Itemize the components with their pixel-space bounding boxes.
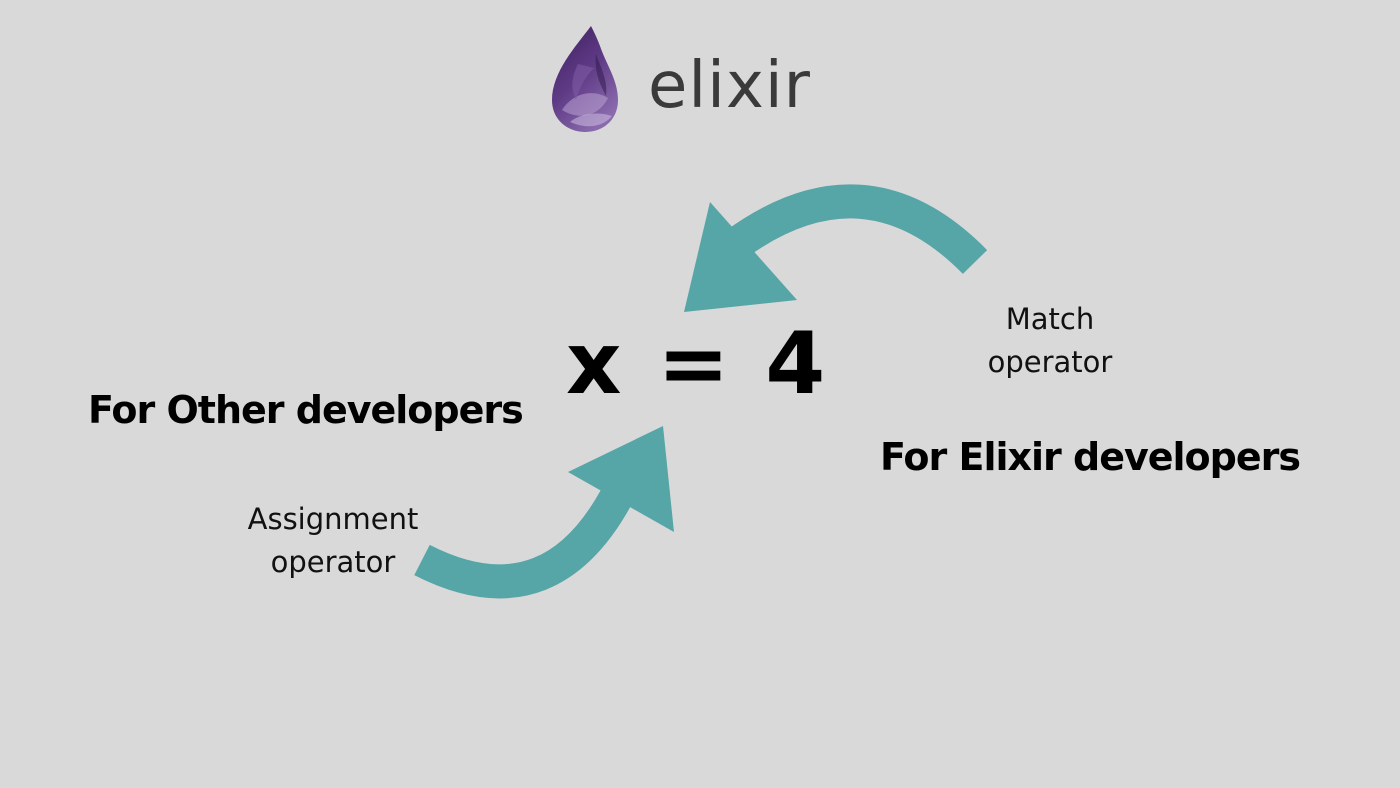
match-arrow: [684, 184, 988, 312]
elixir-drop-icon: [552, 26, 618, 132]
assignment-arrow-shaft: [414, 472, 641, 599]
match-arrowhead: [684, 202, 797, 312]
other-developers-heading: For Other developers: [88, 388, 524, 432]
match-operator-label: Match operator: [972, 298, 1128, 384]
elixir-wordmark: elixir: [648, 49, 811, 123]
match-arrow-shaft: [724, 184, 988, 275]
assignment-operator-label-line-2: operator: [270, 545, 396, 579]
elixir-developers-heading: For Elixir developers: [880, 435, 1301, 479]
elixir-logo: elixir: [548, 24, 818, 136]
equation: x = 4: [566, 314, 829, 414]
match-operator-label-line-2: operator: [987, 345, 1113, 379]
assignment-arrowhead: [568, 426, 674, 532]
assignment-operator-label: Assignment operator: [238, 498, 428, 584]
match-operator-label-line-1: Match: [1005, 302, 1095, 336]
assignment-arrow: [414, 426, 674, 599]
assignment-operator-label-line-1: Assignment: [247, 502, 419, 536]
